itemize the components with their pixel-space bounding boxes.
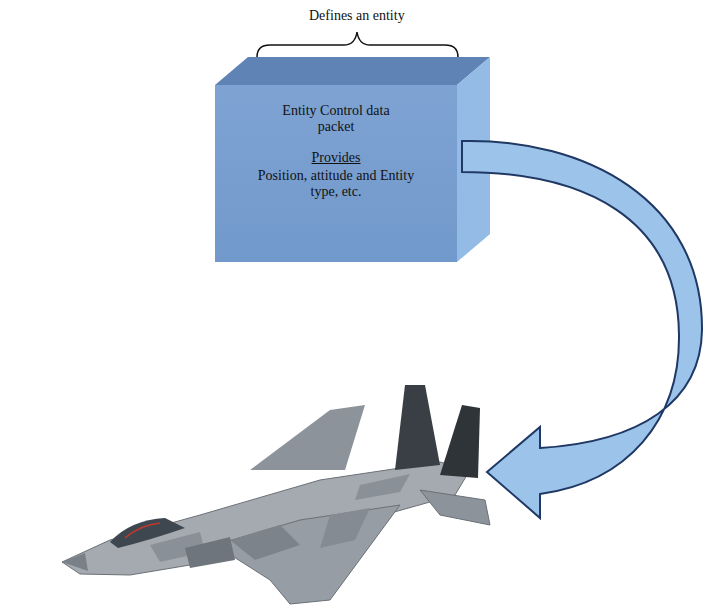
- brace-label: Defines an entity: [309, 8, 405, 24]
- section-heading: Provides: [312, 150, 361, 166]
- box-top-face: [215, 57, 490, 85]
- curly-brace: [257, 32, 458, 57]
- packet-box: Entity Control data packetProvidesPositi…: [215, 85, 457, 262]
- jet-illustration: [62, 385, 490, 604]
- box-text: Entity Control data packet: [279, 103, 394, 135]
- box-text: Position, attitude and Entity type, etc.: [254, 168, 419, 200]
- curved-arrow: [462, 141, 702, 518]
